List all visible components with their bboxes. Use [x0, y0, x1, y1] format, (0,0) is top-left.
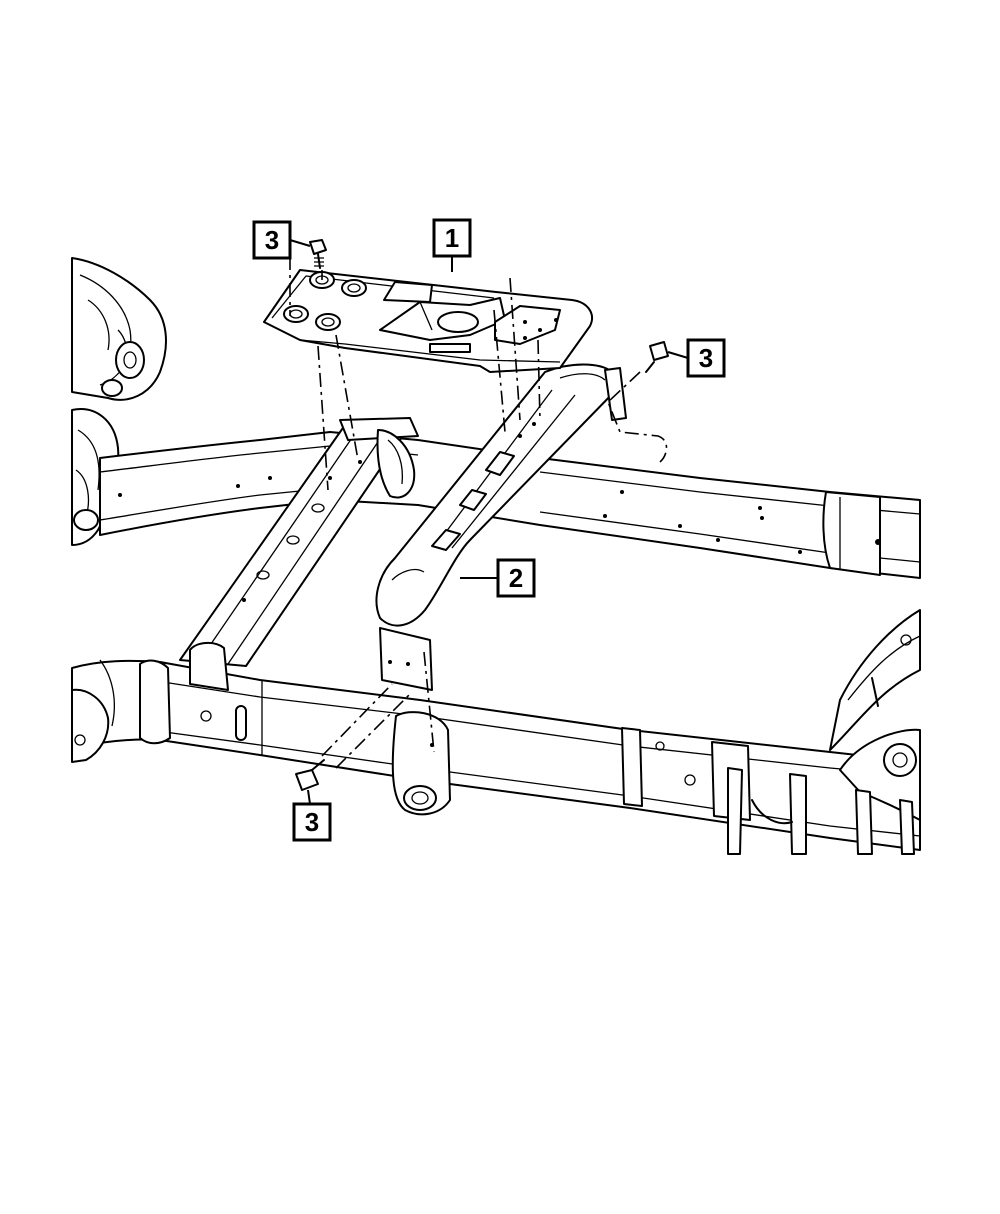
callout-3-right-label: 3: [699, 343, 713, 373]
callout-2: 2: [460, 558, 536, 598]
part-2-crossmember: [375, 363, 627, 816]
callout-2-label: 2: [509, 563, 523, 593]
callout-3-top-left-label: 3: [265, 225, 279, 255]
rear-crossmember: [727, 609, 921, 855]
callout-3-bottom: 3: [292, 789, 332, 842]
callout-3-right: 3: [667, 338, 726, 378]
bolt-right: [645, 341, 669, 373]
bolt-bottom: [295, 759, 325, 791]
front-suspension-assembly: [71, 257, 167, 546]
part-1-skid-plate: [263, 269, 593, 373]
callout-1-label: 1: [445, 223, 459, 253]
bolt-top-left: [309, 239, 327, 269]
callout-3-top-left: 3: [252, 220, 311, 260]
assembly-centerlines: [289, 256, 668, 769]
callout-1: 1: [432, 218, 472, 272]
callout-3-bottom-label: 3: [305, 807, 319, 837]
cross-member-left: [179, 417, 419, 691]
